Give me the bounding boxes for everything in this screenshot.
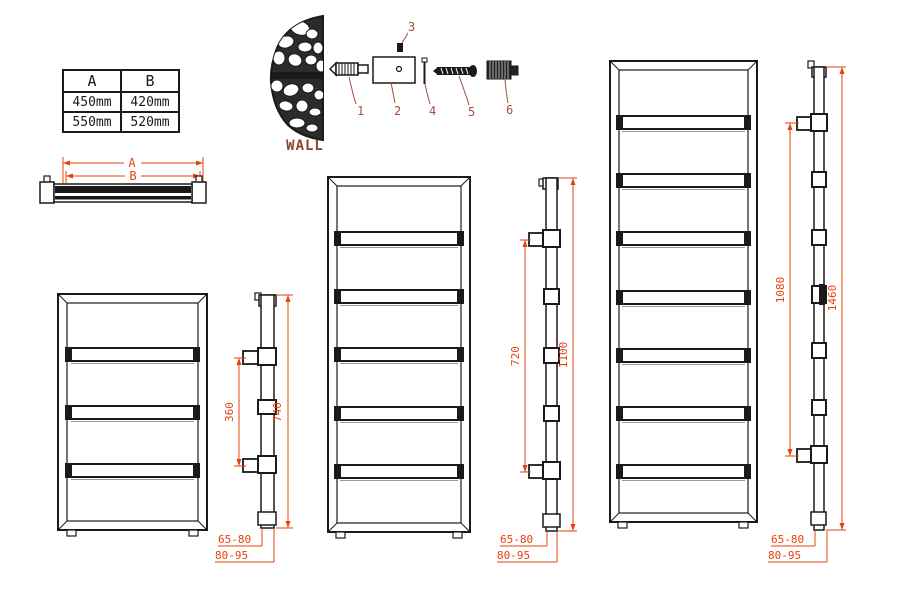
feet (66, 529, 199, 537)
part-number-3: 3 (408, 20, 415, 34)
size-table-cell: 450mm (62, 91, 122, 113)
dim-bracket-span-large: 1080 (774, 277, 787, 304)
dim-height-large: 1460 (826, 285, 839, 312)
dim-a-label: A (128, 156, 136, 170)
screw-part (433, 65, 477, 77)
size-table-cell: 520mm (120, 111, 180, 133)
dim-a-lines (62, 157, 204, 183)
wall-label: WALL (286, 138, 324, 154)
dim-gap-outer-large: 80-95 (768, 549, 801, 562)
radiator-large-side-view: 1080 1460 65-80 80-95 (768, 60, 846, 563)
wall-mounting-detail: WALL (269, 14, 519, 154)
dim-b-label: B (129, 169, 136, 183)
dim-gap-outer-medium: 80-95 (497, 549, 530, 562)
dim-gap-inner-small: 65-80 (218, 533, 251, 546)
feet (335, 531, 463, 539)
knurled-fitting-part (486, 60, 519, 80)
size-table-cell: 550mm (62, 111, 122, 133)
size-table-header-a: A (62, 69, 122, 93)
radiator-small-side-view: 360 740 65-80 80-95 (215, 292, 293, 563)
dim-arrows-large (787, 67, 845, 530)
dim-arrows-small (236, 295, 291, 528)
radiator-large-front-view (609, 60, 758, 529)
part-number-4: 4 (429, 104, 436, 118)
dim-gap-inner-large: 65-80 (771, 533, 804, 546)
dim-lines-medium (497, 177, 577, 563)
radiator-small-front-view (57, 293, 208, 537)
size-table-header-row: A B (62, 69, 180, 93)
dim-bracket-span-medium: 720 (509, 346, 522, 366)
dim-arrows-medium (522, 178, 576, 531)
part-number-1: 1 (357, 104, 364, 118)
part-number-5: 5 (468, 105, 475, 119)
dim-height-medium: 1100 (557, 342, 570, 369)
radiator-medium-front-view (327, 176, 471, 539)
size-table-row: 550mm 520mm (62, 111, 180, 133)
size-table: A B 450mm 420mm 550mm 520mm (62, 69, 180, 133)
part-number-6: 6 (506, 103, 513, 117)
dim-gap-outer-small: 80-95 (215, 549, 248, 562)
drilled-hole (272, 72, 323, 79)
wall-cross-section (269, 14, 324, 142)
radiator-top-view: A B (39, 156, 207, 204)
part-number-2: 2 (394, 104, 401, 118)
dim-lines-small (215, 294, 293, 563)
dim-bracket-span-small: 360 (223, 402, 236, 422)
wall-plug-part (328, 61, 369, 77)
bracket-plate-part (372, 56, 416, 84)
size-table-row: 450mm 420mm (62, 91, 180, 113)
size-table-cell: 420mm (120, 91, 180, 113)
dim-gap-inner-medium: 65-80 (500, 533, 533, 546)
pin-part (421, 57, 428, 84)
top-view-body (39, 175, 207, 204)
dim-height-small: 740 (271, 402, 284, 422)
cap-part (397, 43, 403, 52)
feet (617, 521, 749, 529)
size-table-header-b: B (120, 69, 180, 93)
radiator-medium-side-view: 720 1100 65-80 80-95 (497, 177, 577, 563)
part-leader-lines (348, 32, 509, 106)
dim-lines-large (768, 66, 846, 563)
